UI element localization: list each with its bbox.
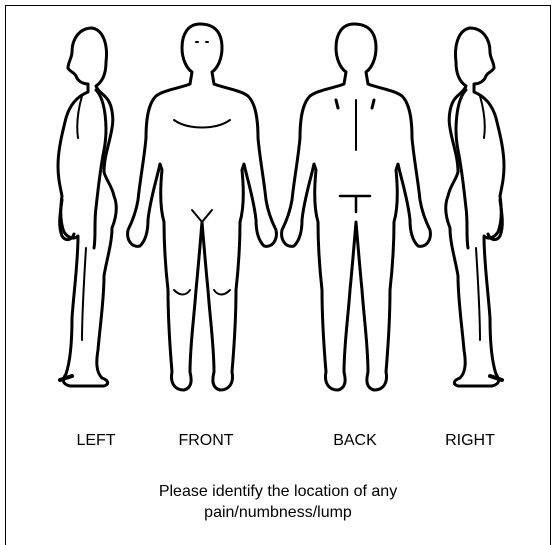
figure-right (446, 28, 504, 386)
body-figures (0, 0, 558, 400)
label-right: RIGHT (445, 432, 495, 450)
figure-back (282, 24, 431, 390)
instruction-line-1: Please identify the location of any (5, 481, 551, 502)
instruction-line-2: pain/numbness/lump (5, 502, 551, 523)
label-back: BACK (333, 432, 377, 450)
instruction-text: Please identify the location of any pain… (5, 481, 551, 523)
figure-front (128, 24, 277, 390)
figure-left (58, 28, 116, 386)
label-front: FRONT (178, 432, 233, 450)
label-left: LEFT (76, 432, 115, 450)
